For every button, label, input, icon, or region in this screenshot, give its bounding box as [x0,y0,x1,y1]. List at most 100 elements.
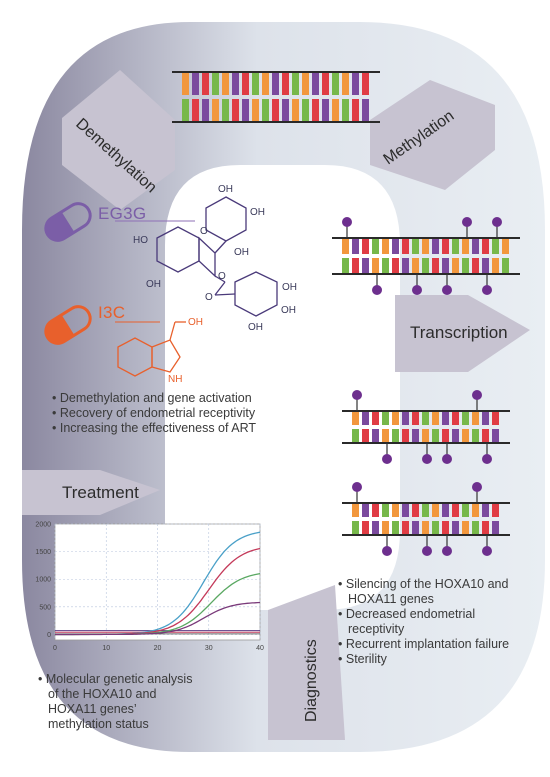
methyl-group [382,454,392,464]
base-pair-top [362,411,369,425]
dna-strand-methylated [332,217,520,295]
methyl-group [482,454,492,464]
x-tick-label: 40 [256,645,264,652]
base-pair-top [392,238,399,254]
base-pair-top [382,411,389,425]
base-pair-top [192,72,199,95]
y-tick-label: 0 [47,632,51,639]
base-pair-bottom [412,521,419,535]
base-pair-top [412,503,419,517]
chevron-diagnostics [268,585,345,740]
x-tick-label: 30 [205,645,213,652]
methyl-group [472,482,482,492]
base-pair-top [462,503,469,517]
chevron-treatment [22,470,160,515]
methyl-group [482,546,492,556]
base-pair-top [492,238,499,254]
x-tick-label: 0 [53,645,57,652]
methyl-group [412,285,422,295]
dna-strand-silenced-2 [342,482,510,556]
base-pair-top [452,411,459,425]
list-item: Demethylation and gene activation [52,391,307,406]
base-pair-top [262,72,269,95]
stage-label-diagnostics: Diagnostics [303,639,320,722]
base-pair-bottom [402,258,409,274]
base-pair-top [472,238,479,254]
base-pair-bottom [182,99,189,122]
base-pair-top [352,411,359,425]
amplification-curve [55,601,261,636]
base-pair-top [332,72,339,95]
base-pair-top [462,238,469,254]
base-pair-bottom [372,521,379,535]
base-pair-bottom [462,429,469,443]
list-item: Silencing of the HOXA10 and HOXA11 genes [338,577,533,607]
svg-text:OH: OH [146,279,161,290]
svg-text:OH: OH [250,207,265,218]
base-pair-bottom [362,429,369,443]
base-pair-bottom [372,258,379,274]
base-pair-top [382,238,389,254]
base-pair-top [272,72,279,95]
base-pair-bottom [372,429,379,443]
methyl-group [372,285,382,295]
base-pair-bottom [482,429,489,443]
base-pair-top [362,72,369,95]
base-pair-top [402,238,409,254]
base-pair-bottom [432,258,439,274]
base-pair-bottom [352,258,359,274]
base-pair-bottom [482,521,489,535]
eg3g-molecule-labels: OH OH OH HO O OH O O OH OH OH [133,184,297,333]
methyl-group [442,285,452,295]
i3c-molecule-labels: OH NH [168,317,203,385]
list-item: Recovery of endometrial receptivity [52,406,307,421]
base-pair-top [312,72,319,95]
svg-text:OH: OH [281,305,296,316]
base-pair-top [352,238,359,254]
x-tick-label: 10 [102,645,110,652]
base-pair-bottom [422,521,429,535]
base-pair-top [392,411,399,425]
methyl-group [472,390,482,400]
base-pair-bottom [432,429,439,443]
base-pair-bottom [352,521,359,535]
base-pair-bottom [342,99,349,122]
base-pair-bottom [452,429,459,443]
base-pair-bottom [422,429,429,443]
x-tick-label: 20 [154,645,162,652]
base-pair-top [252,72,259,95]
base-pair-bottom [392,429,399,443]
base-pair-bottom [342,258,349,274]
base-pair-top [372,238,379,254]
svg-text:HO: HO [133,235,148,246]
base-pair-top [292,72,299,95]
svg-text:O: O [218,271,226,282]
list-item: Molecular genetic analysis of the HOXA10… [38,672,198,732]
base-pair-top [442,238,449,254]
methyl-group [352,482,362,492]
base-pair-bottom [382,429,389,443]
base-pair-top [482,238,489,254]
base-pair-bottom [392,258,399,274]
base-pair-bottom [362,258,369,274]
base-pair-top [372,503,379,517]
base-pair-top [442,411,449,425]
base-pair-bottom [422,258,429,274]
base-pair-top [352,503,359,517]
base-pair-bottom [472,258,479,274]
y-tick-label: 2000 [35,522,51,529]
base-pair-top [362,238,369,254]
drug-label-eg3g: EG3G [98,204,147,223]
eg3g-molecule-structure [156,196,278,317]
base-pair-top [392,503,399,517]
base-pair-bottom [412,258,419,274]
base-pair-top [422,238,429,254]
treatment-effects-list: Demethylation and gene activation Recove… [52,391,307,436]
base-pair-bottom [452,258,459,274]
methyl-group [422,454,432,464]
stage-label-transcription: Transcription [410,323,508,342]
base-pair-top [482,411,489,425]
base-pair-top [342,238,349,254]
list-item: Sterility [338,652,533,667]
